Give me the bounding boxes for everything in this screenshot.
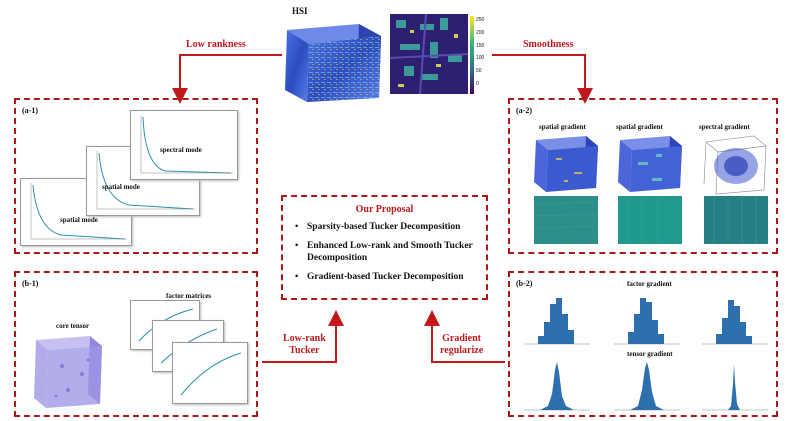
tensor-gradient-hist-2 xyxy=(614,362,680,411)
panel-b2: (b-2) xyxy=(508,271,778,417)
a2-col-3-label: spectral gradient xyxy=(699,123,750,131)
gradient-regularize-label: Gradient regularize xyxy=(440,333,483,357)
proposal-box: Our Proposal Sparsity-based Tucker Decom… xyxy=(281,195,488,300)
colorbar-tick: 100 xyxy=(476,55,485,62)
tensor-gradient-hist-1 xyxy=(524,362,590,411)
colorbar-tick: 200 xyxy=(476,29,485,36)
gradient-cube-3 xyxy=(703,135,767,195)
proposal-item: Sparsity-based Tucker Decomposition xyxy=(293,221,480,233)
gradient-map-1 xyxy=(534,196,598,244)
low-rankness-arrow xyxy=(172,54,282,104)
colorbar-tick: 250 xyxy=(476,17,485,23)
factor-gradient-hist-1 xyxy=(524,298,590,345)
panel-b2-tag: (b-2) xyxy=(516,279,533,288)
colorbar-tick: 0 xyxy=(476,80,479,87)
tensor-gradient-hist-3 xyxy=(702,364,768,411)
mode-label-spatial-1: spatial mode xyxy=(102,183,140,191)
core-tensor-cube xyxy=(34,336,102,408)
low-rankness-label: Low rankness xyxy=(186,39,246,50)
panel-a2: (a-2) xyxy=(508,98,778,254)
panel-b1-tag: (b-1) xyxy=(22,279,39,288)
factor-matrices-label: factor matrices xyxy=(166,292,212,300)
panel-a2-tag: (a-2) xyxy=(516,106,532,115)
hsi-band-image xyxy=(389,13,474,95)
gradient-map-2 xyxy=(618,196,682,244)
proposal-item: Gradient-based Tucker Decomposition xyxy=(293,271,480,283)
colorbar-tick: 150 xyxy=(476,42,485,49)
factor-gradient-label: factor gradient xyxy=(627,280,672,288)
factor-gradient-hist-3 xyxy=(702,300,768,345)
label-line: Gradient xyxy=(442,333,482,344)
tensor-gradient-label: tensor gradient xyxy=(627,350,673,358)
gradient-map-3 xyxy=(704,196,768,244)
smoothness-arrow xyxy=(492,54,593,104)
gradient-cube-1 xyxy=(534,136,598,192)
smoothness-label: Smoothness xyxy=(523,39,574,50)
factor-gradient-hist-2 xyxy=(614,298,680,345)
gradient-cube-2 xyxy=(618,136,682,192)
label-line: regularize xyxy=(440,345,484,356)
hsi-cube xyxy=(285,24,381,102)
hsi-label: HSI xyxy=(292,6,308,16)
panel-a1-tag: (a-1) xyxy=(22,106,38,115)
gradient-visuals xyxy=(533,135,768,244)
colorbar-ticks: 250 200 150 100 50 0 xyxy=(476,14,496,91)
low-rank-tucker-label: Low-rank Tucker xyxy=(283,333,326,357)
a2-col-2-label: spatial gradient xyxy=(616,123,663,131)
gradient-histograms xyxy=(524,298,768,411)
low-rank-tucker-arrow xyxy=(262,310,344,363)
label-line: Tucker xyxy=(289,345,320,356)
a2-col-1-label: spatial gradient xyxy=(539,123,586,131)
proposal-list: Sparsity-based Tucker Decomposition Enha… xyxy=(293,221,480,283)
mode-label-spectral: spectral mode xyxy=(160,146,202,154)
core-tensor-label: core tensor xyxy=(56,322,90,330)
label-line: Low-rank xyxy=(283,333,326,344)
panel-b1: (b-1) xyxy=(14,271,258,417)
factor-matrix-plot-3 xyxy=(172,342,248,404)
proposal-item: Enhanced Low-rank and Smooth Tucker Deco… xyxy=(293,240,480,264)
mode-label-spatial-2: spatial mode xyxy=(60,216,98,224)
proposal-title: Our Proposal xyxy=(355,204,414,215)
colorbar-tick: 50 xyxy=(476,68,482,75)
plot-spectral-mode xyxy=(130,110,238,180)
panel-a1: (a-1) xyxy=(14,98,258,254)
gradient-regularize-arrow xyxy=(424,310,505,363)
